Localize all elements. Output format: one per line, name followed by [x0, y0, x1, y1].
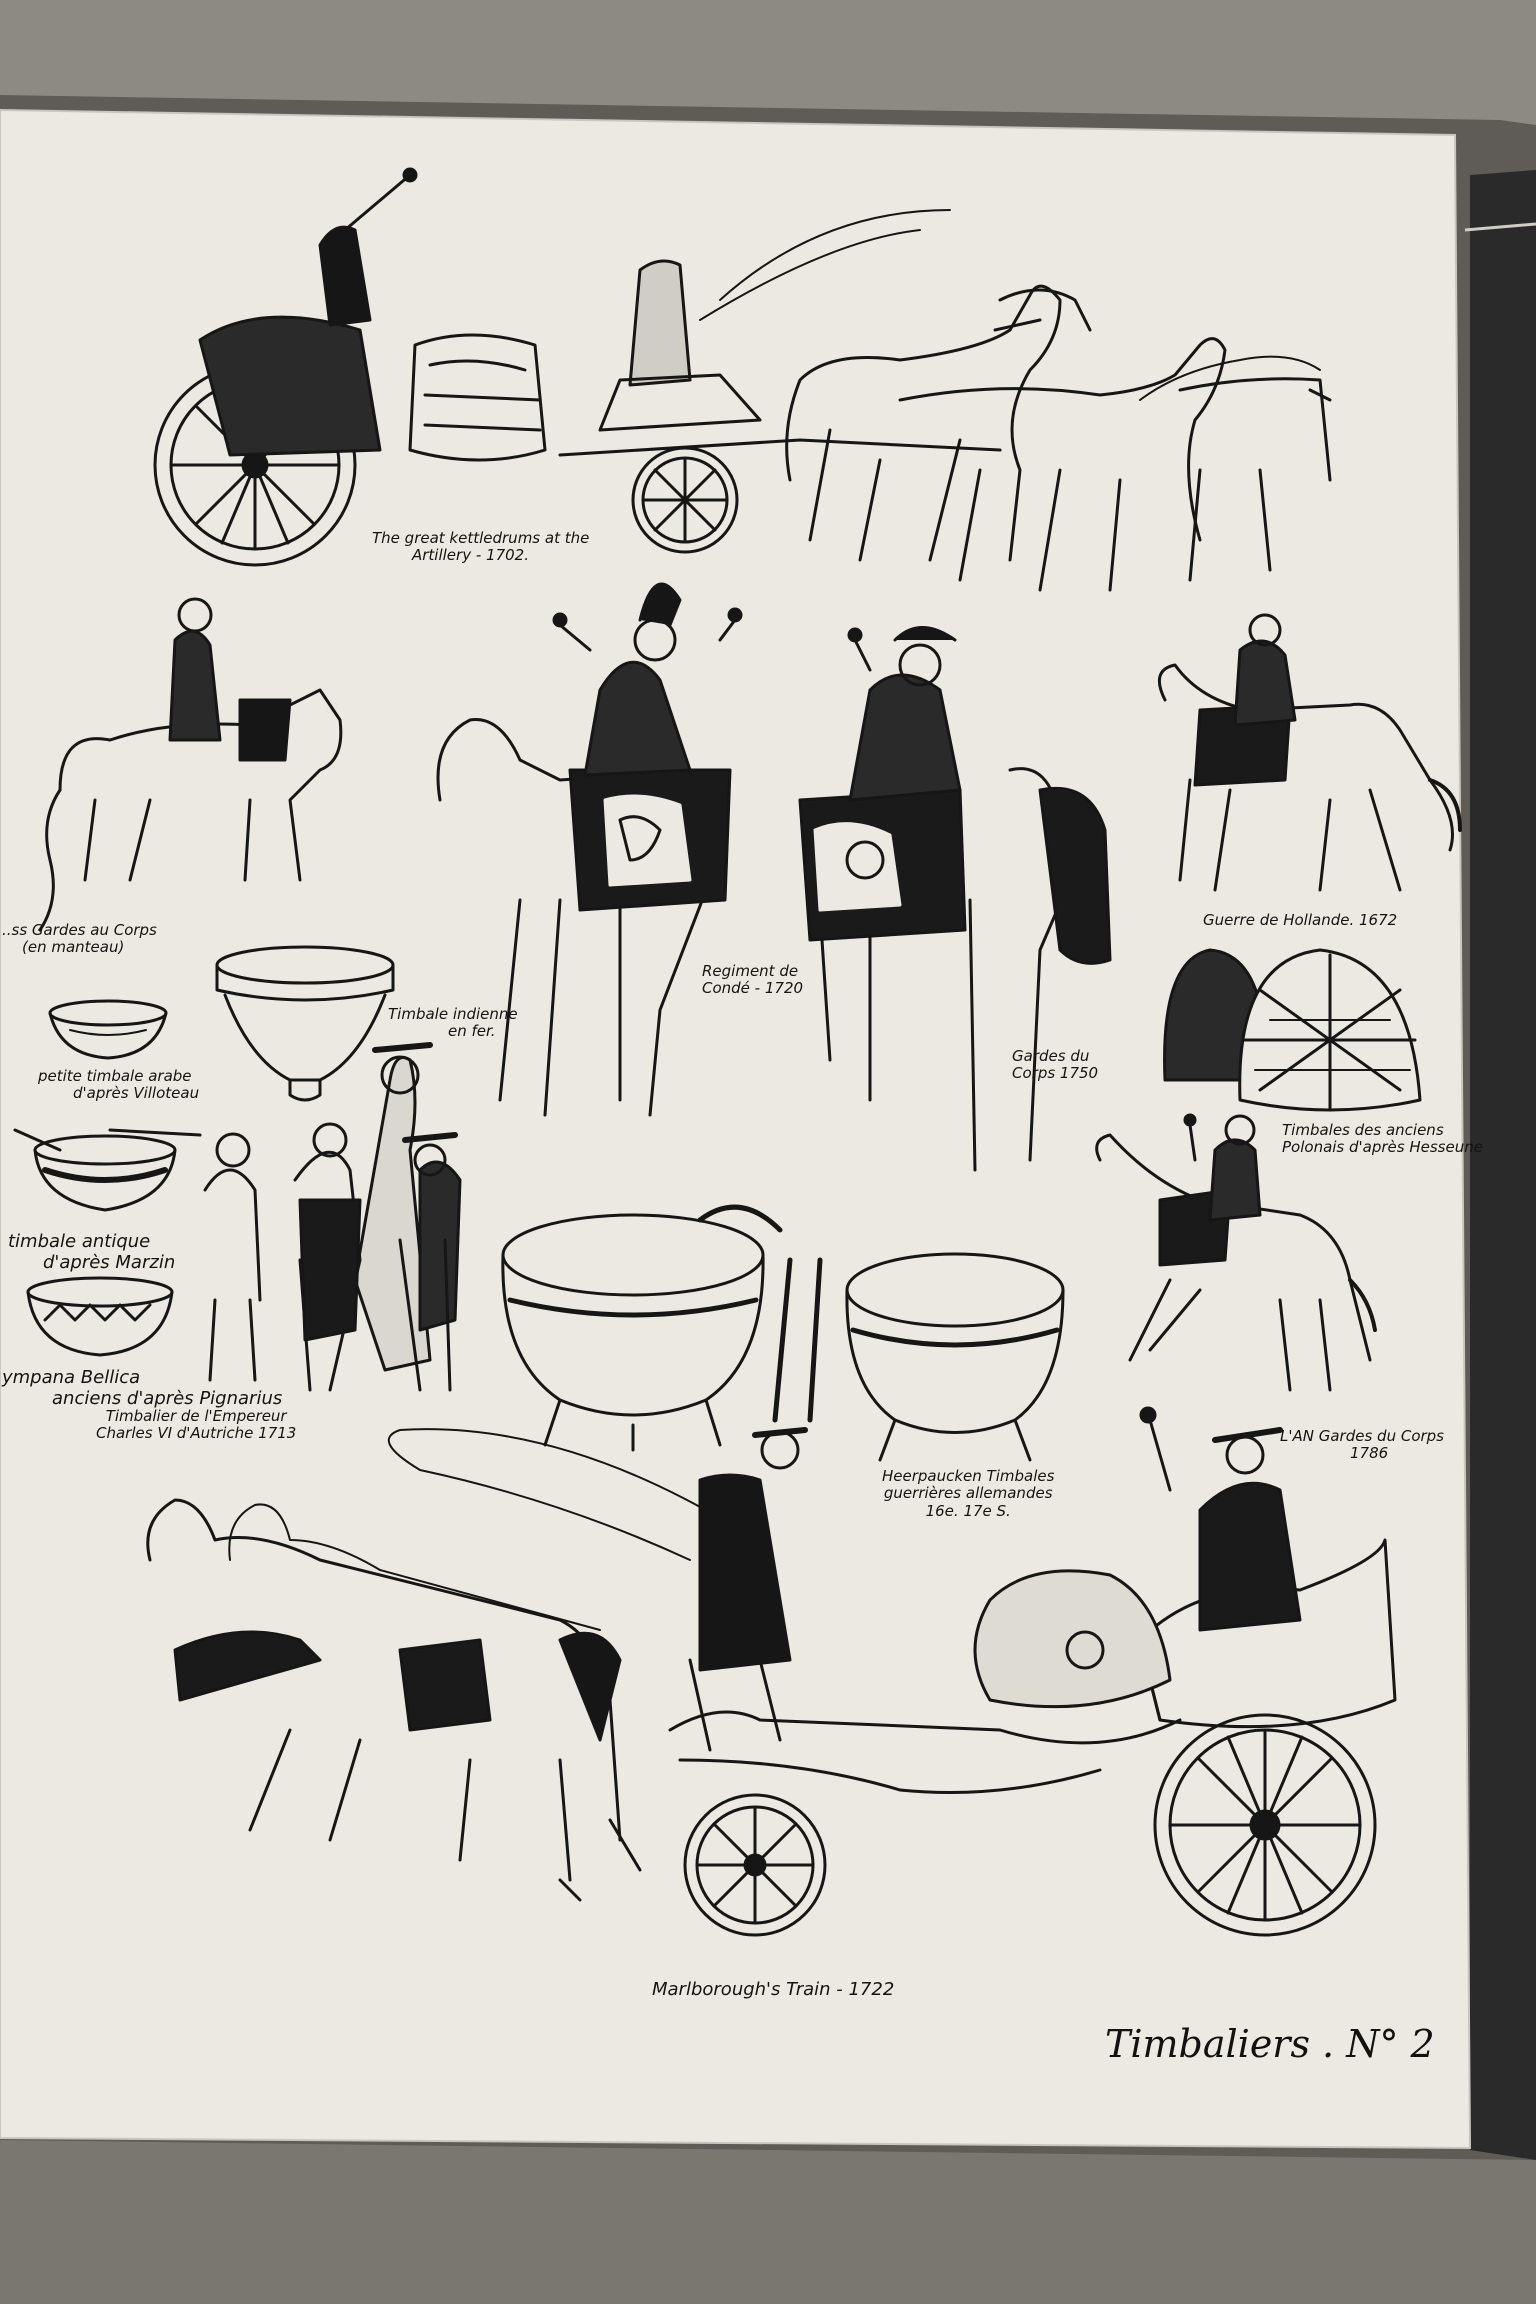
caption-heerpaucken: Heerpaucken Timbales guerrières allemand…	[882, 1467, 1055, 1520]
caption-great-kettledrums-line1: The great kettledrums at the	[372, 529, 590, 547]
heerpaucken-drums-illustration	[501, 1204, 1065, 1462]
caption-regiment-conde-line1: Regiment de	[702, 962, 799, 980]
caption-timbale-antique-line1: timbale antique	[8, 1231, 151, 1252]
caption-timbale-indienne-line1: Timbale indienne	[388, 1005, 518, 1023]
caption-tympana-bellica-line2: anciens d'après Pignarius	[52, 1387, 283, 1409]
caption-regiment-conde: Regiment de Condé - 1720	[702, 962, 804, 998]
caption-heerpaucken-line2: guerrières allemandes	[883, 1484, 1053, 1503]
timbale-indienne-illustration	[215, 945, 395, 1102]
caption-gardes-du-corps-1750: Gardes du Corps 1750	[1012, 1047, 1099, 1083]
caption-gardes-au-corps-line1: ..ss Gardes au Corps	[2, 921, 157, 939]
guerre-de-hollande-rider-illustration	[1157, 613, 1462, 892]
plate-title: Timbaliers . N° 2	[1105, 2022, 1435, 2066]
caption-heerpaucken-line1: Heerpaucken Timbales	[882, 1467, 1055, 1485]
caption-regiment-conde-line2: Condé - 1720	[702, 979, 804, 998]
marlborough-train-illustration	[146, 1406, 1397, 1937]
caption-gardes-au-corps: ..ss Gardes au Corps (en manteau)	[2, 921, 157, 957]
caption-gardes-du-corps-1750-line2: Corps 1750	[1012, 1064, 1099, 1083]
caption-timbales-polonais-line1: Timbales des anciens	[1282, 1121, 1444, 1139]
caption-timbale-antique: timbale antique d'après Marzin	[8, 1231, 176, 1273]
caption-tympana-bellica-line1: ympana Bellica	[2, 1367, 141, 1388]
caption-great-kettledrums-line2: Artillery - 1702.	[412, 546, 529, 565]
gardes-au-corps-rider-illustration	[38, 597, 343, 932]
timbalier-empereur-group-illustration	[203, 1042, 462, 1392]
caption-gardes-au-corps-line2: (en manteau)	[22, 938, 125, 957]
caption-timbales-polonais: Timbales des anciens Polonais d'après He…	[1282, 1121, 1483, 1157]
caption-gardes-du-corps-1786-line2: 1786	[1350, 1444, 1389, 1463]
caption-petite-timbale-line1: petite timbale arabe	[38, 1067, 192, 1085]
caption-gardes-du-corps-1786-line1: L'AN Gardes du Corps	[1280, 1427, 1444, 1445]
petite-timbale-arabe-illustration	[48, 999, 168, 1060]
caption-great-kettledrums: The great kettledrums at the Artillery -…	[372, 529, 590, 565]
caption-timbale-indienne: Timbale indienne en fer.	[388, 1005, 518, 1041]
gardes-du-corps-1750-kettledrummer-illustration	[798, 626, 1112, 1172]
caption-guerre-de-hollande: Guerre de Hollande. 1672	[1203, 911, 1398, 929]
caption-timbales-polonais-line2: Polonais d'après Hesseune	[1282, 1138, 1483, 1157]
gardes-du-corps-1786-rider-illustration	[1095, 1113, 1377, 1392]
tympana-bellica-illustration	[26, 1276, 174, 1357]
caption-gardes-du-corps-1750-line1: Gardes du	[1012, 1047, 1090, 1065]
caption-petite-timbale-line2: d'après Villoteau	[73, 1084, 200, 1103]
caption-timbalier-empereur-line2: Charles VI d'Autriche 1713	[96, 1424, 297, 1443]
caption-tympana-bellica: ympana Bellica anciens d'après Pignarius	[2, 1367, 283, 1409]
caption-marlborough-train: Marlborough's Train - 1722	[652, 1979, 895, 2000]
caption-petite-timbale: petite timbale arabe d'après Villoteau	[38, 1067, 200, 1103]
caption-timbale-indienne-line2: en fer.	[448, 1022, 496, 1041]
caption-timbalier-empereur: Timbalier de l'Empereur Charles VI d'Aut…	[96, 1407, 297, 1443]
caption-timbale-antique-line2: d'après Marzin	[43, 1251, 176, 1273]
polish-timbales-illustration	[1163, 948, 1422, 1112]
artillery-kettledrum-carriage-illustration	[153, 167, 1332, 592]
caption-timbalier-empereur-line1: Timbalier de l'Empereur	[105, 1407, 287, 1425]
caption-heerpaucken-line3: 16e. 17e S.	[925, 1501, 1011, 1520]
regiment-conde-kettledrummer-illustration	[436, 582, 743, 1117]
caption-gardes-du-corps-1786: L'AN Gardes du Corps 1786	[1280, 1427, 1444, 1463]
timbale-antique-illustration	[13, 1128, 202, 1212]
